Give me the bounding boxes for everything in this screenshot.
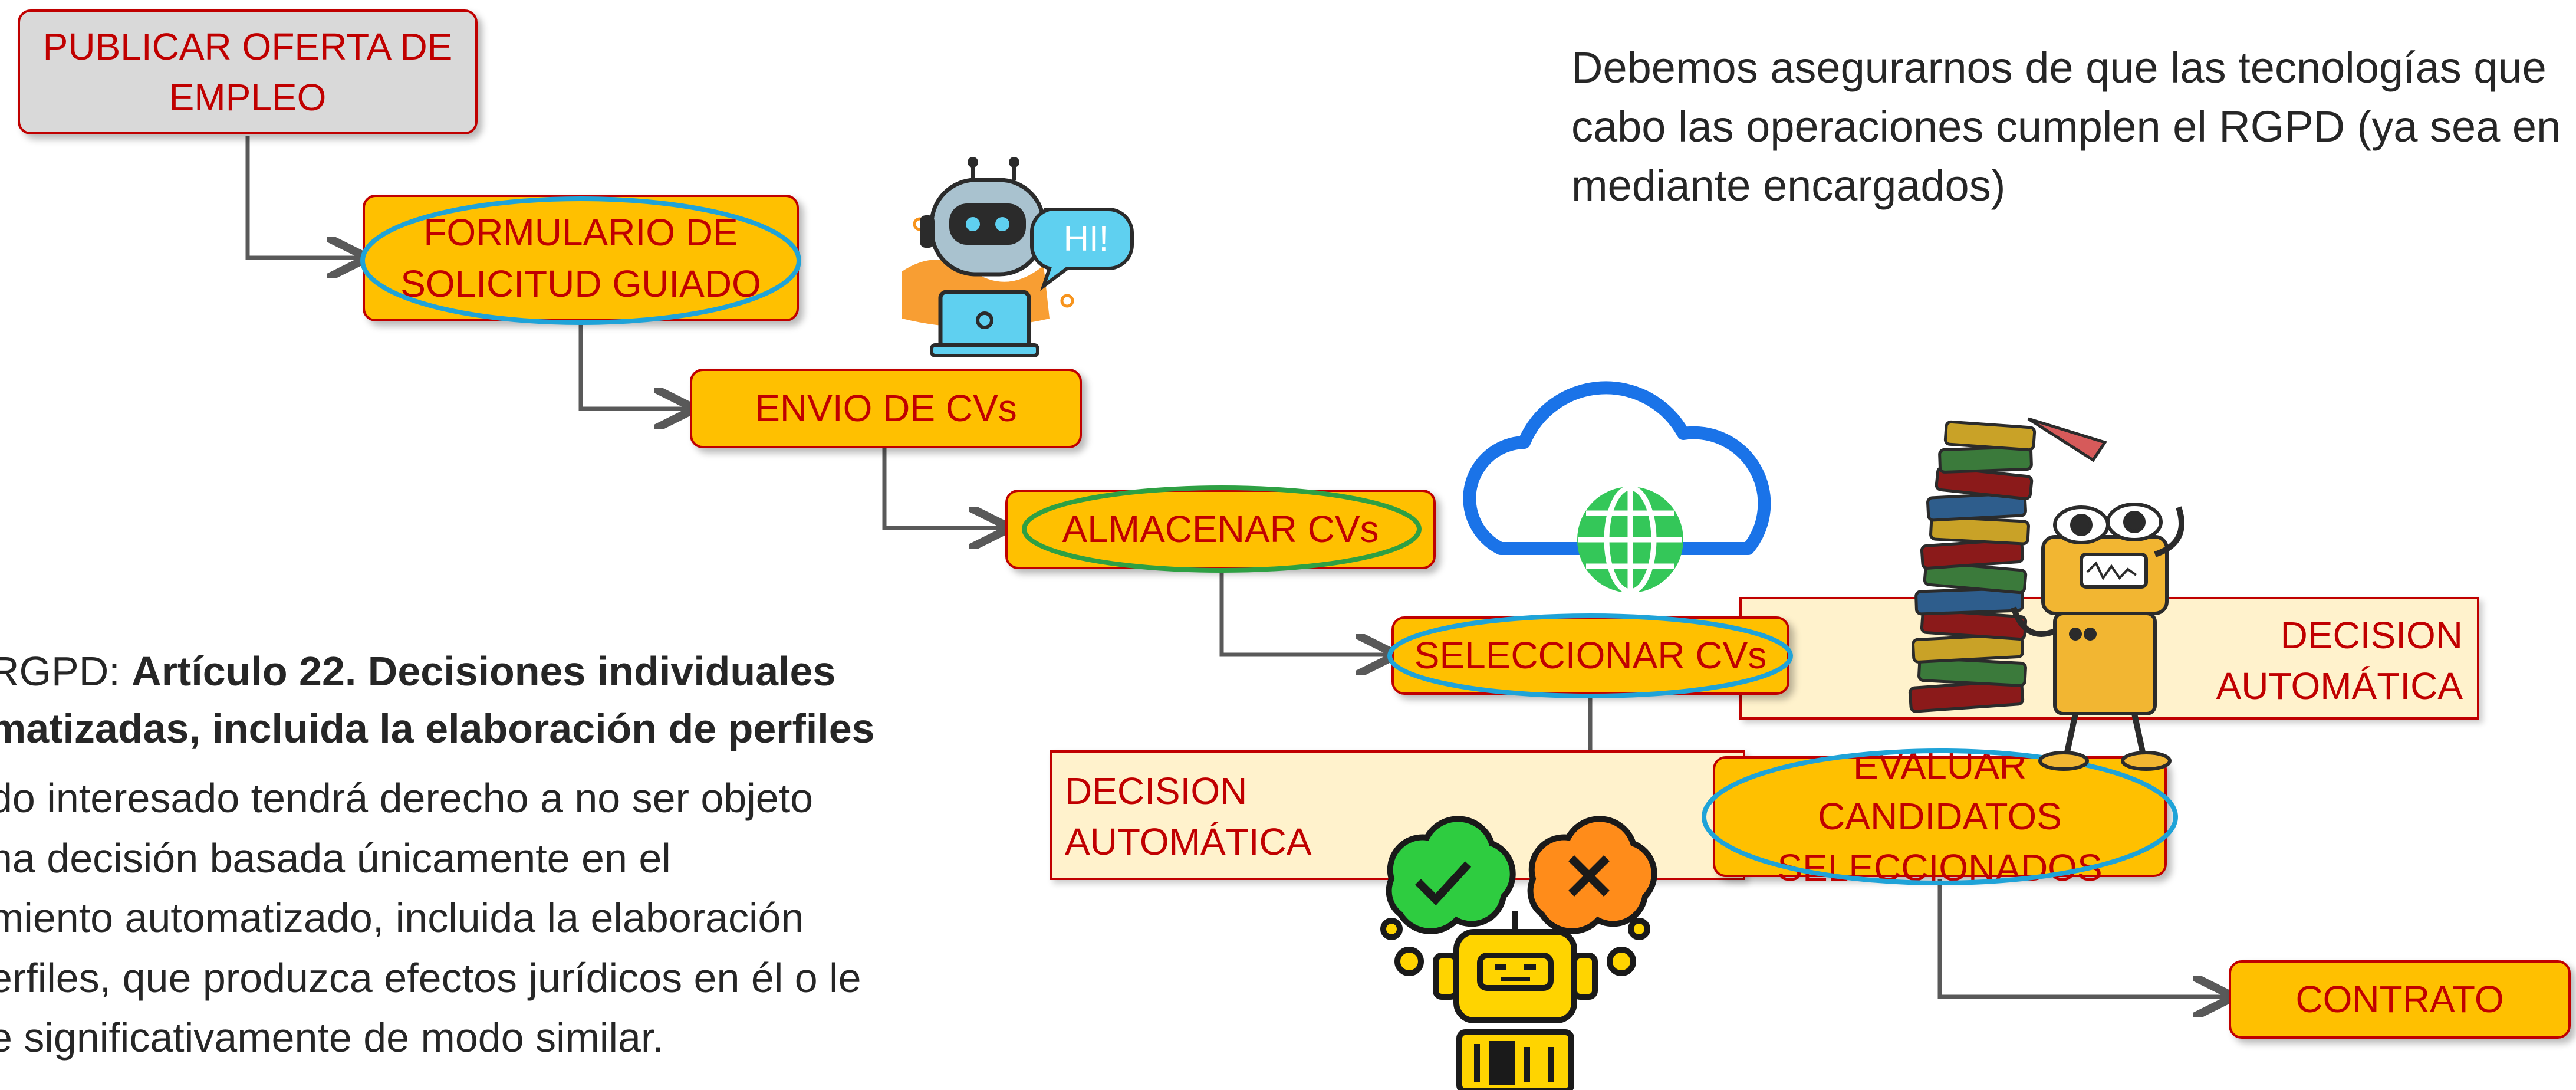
node-evaluar-candidatos-label: EVALUAR CANDIDATOS SELECCIONADOS	[1777, 744, 2103, 889]
article-body: do interesado tendrá derecho a no ser ob…	[0, 769, 875, 1068]
chatbot-bubble-text: HI!	[1064, 219, 1109, 258]
node-seleccionar-cvs-label: SELECCIONAR CVs	[1414, 634, 1767, 677]
top-note-line1: Debemos asegurarnos de que las tecnologí…	[1571, 43, 2547, 92]
top-note-line3: mediante encargados)	[1571, 160, 2006, 210]
oval-seleccionar	[1387, 613, 1793, 698]
node-contrato-label: CONTRATO	[2295, 978, 2504, 1021]
top-note-line2: cabo las operaciones cumplen el RGPD (ya…	[1571, 101, 2561, 151]
oval-evaluar	[1702, 748, 2178, 885]
top-note: Debemos asegurarnos de que las tecnologí…	[1571, 38, 2561, 215]
node-contrato: CONTRATO	[2229, 960, 2571, 1039]
oval-almacenar	[1022, 485, 1422, 573]
decision-panel-left-label: DECISION AUTOMÁTICA	[1065, 770, 1312, 864]
article-body-line: na decisión basada únicamente en el	[0, 835, 671, 881]
article-body-line: erfiles, que produzca efectos jurídicos …	[0, 954, 861, 1001]
oval-formulario	[360, 196, 801, 325]
node-envio-cvs-label: ENVIO DE CVs	[755, 387, 1017, 430]
node-almacenar-cvs-label: ALMACENAR CVs	[1062, 508, 1379, 551]
node-publicar-oferta-label: PUBLICAR OFERTA DE EMPLEO	[42, 25, 453, 119]
article-title-bold: Artículo 22. Decisiones individuales	[131, 648, 836, 694]
connector-formulario-envio	[578, 324, 687, 409]
article-body-line: miento automatizado, incluida la elabora…	[0, 895, 804, 941]
connector-evaluar-contrato	[1937, 879, 2226, 997]
node-envio-cvs: ENVIO DE CVs	[690, 369, 1082, 448]
decision-panel-right-label: DECISION AUTOMÁTICA	[2216, 614, 2463, 708]
article-body-line: do interesado tendrá derecho a no ser ob…	[0, 775, 814, 822]
node-seleccionar-cvs: SELECCIONAR CVs	[1391, 616, 1789, 695]
article-title-line2: matizadas, incluida la elaboración de pe…	[0, 700, 875, 757]
article-block: RGPD: Artículo 22. Decisiones individual…	[0, 643, 875, 1068]
article-title-prefix: RGPD:	[0, 648, 132, 694]
connector-publicar-formulario	[245, 136, 360, 258]
connector-almacenar-seleccionar	[1219, 570, 1389, 655]
article-title-bold-2: matizadas, incluida la elaboración de pe…	[0, 705, 875, 751]
connector-envio-almacenar	[882, 448, 1002, 528]
node-publicar-oferta: PUBLICAR OFERTA DE EMPLEO	[18, 9, 478, 134]
node-evaluar-candidatos: EVALUAR CANDIDATOS SELECCIONADOS	[1713, 744, 2167, 889]
node-formulario-label: FORMULARIO DE SOLICITUD GUIADO	[400, 211, 761, 305]
article-body-line: e significativamente de modo similar.	[0, 1015, 664, 1061]
article-title-line1: RGPD: Artículo 22. Decisiones individual…	[0, 643, 875, 700]
